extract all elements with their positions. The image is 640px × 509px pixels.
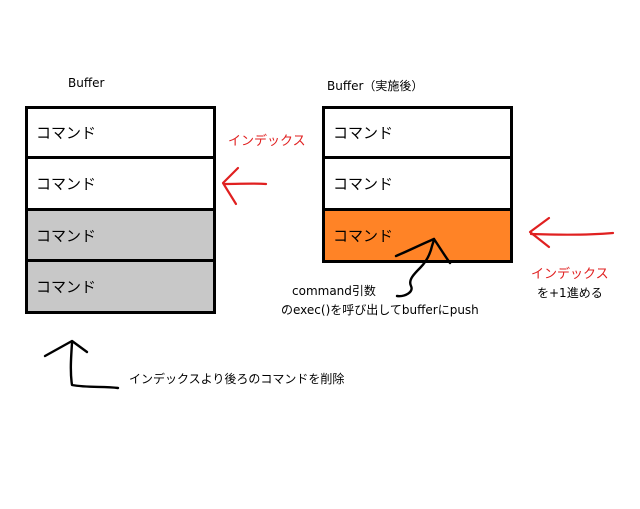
command-note-line1: command引数	[292, 284, 376, 298]
command-arrow-icon	[394, 237, 452, 298]
index-label-left: インデックス	[228, 134, 306, 149]
right-buffer-title: Buffer（実施後）	[327, 79, 424, 93]
delete-arrow-icon	[43, 339, 120, 390]
right-buffer-cell-3-executed: コマンド	[322, 208, 513, 263]
command-note-line2: のexec()を呼び出してbufferにpush	[281, 303, 479, 317]
index-advance-note: を+1進める	[537, 286, 603, 300]
left-buffer-cell-4-deleted: コマンド	[25, 259, 216, 314]
left-buffer-cell-2: コマンド	[25, 156, 216, 211]
index-label-right: インデックス	[531, 267, 609, 282]
delete-note: インデックスより後ろのコマンドを削除	[129, 372, 345, 386]
index-arrow-left-icon	[221, 166, 268, 206]
index-arrow-right-icon	[528, 216, 615, 249]
right-buffer-cell-1: コマンド	[322, 106, 513, 159]
left-buffer-title: Buffer	[68, 76, 105, 90]
